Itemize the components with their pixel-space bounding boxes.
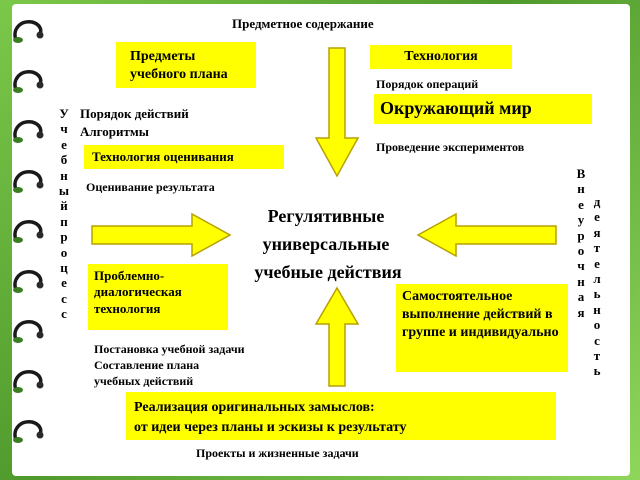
arrow-up — [314, 286, 360, 387]
arrow-right — [91, 212, 232, 258]
label-plan-line-1: Составление плана — [94, 358, 200, 372]
vertical-letter: с — [61, 290, 67, 306]
box-technology: Технология — [370, 45, 512, 69]
vertical-letter: с — [61, 306, 67, 322]
label-result-assessment: Оценивание результата — [86, 180, 215, 194]
vertical-letter: У — [59, 106, 69, 121]
vertical-letter: р — [577, 227, 585, 243]
vertical-letter: б — [60, 152, 68, 168]
vertical-letter: ц — [60, 260, 68, 276]
center-line-3: учебные действия — [254, 262, 402, 282]
vertical-letter: е — [61, 136, 67, 152]
vertical-letter: н — [577, 273, 585, 289]
vertical-letter: д — [593, 194, 601, 209]
vertical-letter: й — [60, 198, 68, 214]
box-independent-text: Самостоятельное выполнение действий в гр… — [402, 289, 559, 341]
label-task-setting: Постановка учебной задачи — [94, 342, 245, 356]
box-subjects: Предметы учебного плана — [116, 42, 256, 88]
vertical-letter: ч — [577, 258, 585, 274]
vertical-letter: ь — [593, 286, 601, 302]
vertical-letter: е — [578, 196, 584, 212]
label-actions-order: Порядок действий — [80, 106, 189, 121]
vertical-letter: В — [576, 166, 586, 181]
box-world-text: Окружающий мир — [380, 98, 532, 118]
arrow-left — [416, 212, 557, 258]
vertical-letter: л — [593, 271, 601, 287]
vertical-letter: у — [577, 212, 585, 228]
vertical-letter: е — [61, 275, 67, 291]
vertical-letter: о — [60, 244, 68, 260]
vertical-letter: ч — [60, 121, 68, 137]
box-subjects-text: Предметы учебного плана — [130, 49, 228, 82]
vertical-letter: т — [593, 240, 601, 256]
arrow-down — [314, 47, 360, 178]
vertical-letter: р — [60, 229, 68, 245]
binder-ring-icon — [10, 318, 50, 344]
vertical-letter: о — [593, 317, 601, 333]
vertical-letter: е — [594, 209, 600, 225]
binder-ring-icon — [10, 368, 50, 394]
vertical-letter: о — [577, 243, 585, 259]
box-independent: Самостоятельное выполнение действий в гр… — [396, 284, 568, 372]
box-realization-line-2: от идеи через планы и эскизы к результат… — [134, 419, 407, 435]
vertical-letter: н — [593, 301, 601, 317]
binder-ring-icon — [10, 18, 50, 44]
vertical-letter: я — [577, 304, 585, 320]
box-assessment: Технология оценивания — [84, 145, 284, 169]
box-problem-text: Проблемно-диалогическая технология — [94, 268, 182, 316]
binder-ring-icon — [10, 268, 50, 294]
vertical-letter: е — [594, 255, 600, 271]
vertical-letter: с — [594, 332, 600, 348]
binder-ring-icon — [10, 118, 50, 144]
center-line-2: универсальные — [262, 234, 390, 254]
binder-ring-icon — [10, 168, 50, 194]
label-ops-order: Порядок операций — [376, 77, 479, 91]
vertical-letter: а — [577, 289, 585, 305]
box-world: Окружающий мир — [374, 94, 592, 124]
vertical-letter: ы — [58, 183, 70, 199]
box-technology-text: Технология — [404, 49, 478, 64]
center-line-1: Регулятивные — [267, 206, 385, 226]
box-realization: Реализация оригинальных замыслов: от иде… — [126, 392, 556, 440]
vertical-letter: п — [60, 213, 68, 229]
binder-ring-icon — [10, 218, 50, 244]
box-problem: Проблемно-диалогическая технология — [88, 264, 228, 330]
label-algorithms: Алгоритмы — [80, 124, 149, 139]
vertical-letter: н — [577, 181, 585, 197]
binder-ring-icon — [10, 418, 50, 444]
binder-ring-icon — [10, 68, 50, 94]
box-realization-line-1: Реализация оригинальных замыслов: — [134, 400, 375, 415]
label-projects: Проекты и жизненные задачи — [196, 446, 359, 460]
title-subject-content: Предметное содержание — [232, 16, 374, 31]
vertical-letter: я — [593, 224, 601, 240]
vertical-letter: н — [60, 167, 68, 183]
box-assessment-text: Технология оценивания — [92, 149, 234, 164]
label-plan-line-2: учебных действий — [94, 374, 194, 388]
vertical-letter: т — [593, 348, 601, 364]
label-experiments: Проведение экспериментов — [376, 140, 525, 154]
vertical-letter: ь — [593, 363, 601, 379]
